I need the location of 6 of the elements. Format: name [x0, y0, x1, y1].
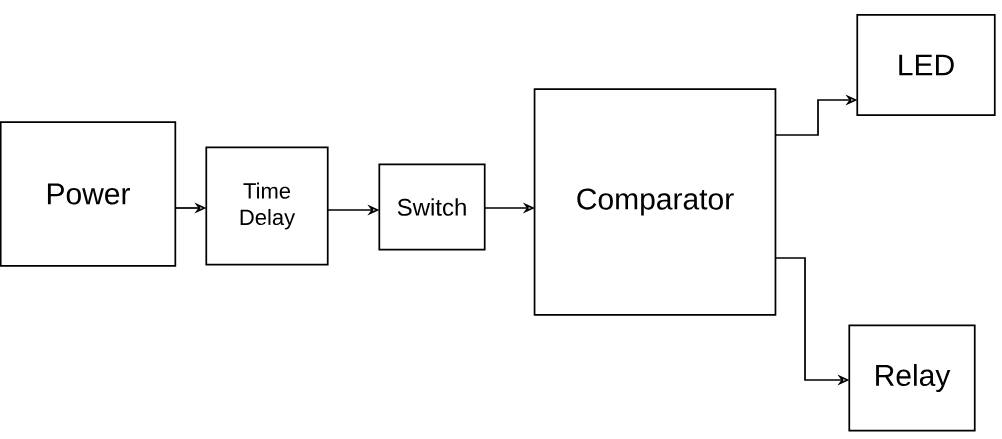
block-box: LED: [856, 13, 996, 117]
block-box: Switch: [378, 163, 486, 251]
block-box: Time Delay: [205, 146, 329, 266]
block-box: Relay: [848, 324, 976, 432]
block-box: Comparator: [533, 88, 777, 316]
block-box: Power: [0, 121, 177, 267]
